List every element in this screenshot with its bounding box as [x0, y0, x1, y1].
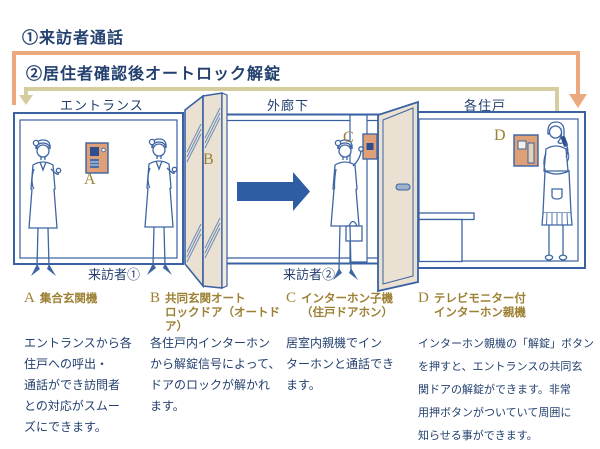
section-auto-lock-door: B 共同玄関オート ロックドア（オートドア） 各住戸内インターホン から解錠信号… — [150, 290, 290, 413]
device-letter-d: D — [494, 127, 506, 144]
visitor-call-arrow — [12, 51, 587, 108]
section-body: 居室内親機でイン ターホンと通話でき ます。 — [286, 336, 395, 392]
unlock-signal-arrow — [19, 87, 559, 111]
step1-label: ①来訪者通話 — [22, 30, 125, 47]
section-heading: B 共同玄関オート ロックドア（オートドア） — [150, 290, 290, 334]
visitor2-figure — [330, 139, 364, 280]
visitor-call-arrowhead-icon — [569, 94, 587, 108]
section-heading: C インターホン子機 （住戸ドアホン） — [286, 290, 410, 320]
section-entrance-station: A 集合玄関機 エントランスから各 住戸への呼出・ 通話ができ訪問者 との対応が… — [24, 290, 142, 434]
section-body: インターホン親機の「解錠」ボタン を押すと、エントランスの共同玄 関ドアの解錠が… — [418, 338, 594, 442]
section-letter: B — [150, 290, 161, 306]
monitor-intercom-icon — [513, 134, 539, 167]
direction-arrow-icon — [237, 172, 310, 211]
section-title: インターホン子機 （住戸ドアホン） — [301, 293, 394, 319]
device-letter-a: A — [84, 171, 96, 188]
device-letter-c: C — [343, 129, 354, 146]
area-label-corridor: 外廊下 — [267, 98, 310, 113]
area-label-entrance: エントランス — [60, 98, 144, 113]
section-letter: C — [286, 290, 297, 306]
section-heading: D テレビモニター付 インターホン親機 — [418, 290, 596, 320]
visitor1-label: 来訪者① — [88, 267, 141, 282]
section-title: 共同玄関オート ロックドア（オートドア） — [165, 293, 281, 333]
auto-lock-door — [184, 92, 228, 289]
section-body: エントランスから各 住戸への呼出・ 通話ができ訪問者 との対応がスムー ズにでき… — [24, 336, 132, 434]
section-heading: A 集合玄関機 — [24, 290, 142, 307]
device-letter-b: B — [203, 151, 214, 168]
entrance-station-icon — [85, 142, 109, 174]
section-title: テレビモニター付 インターホン親機 — [433, 293, 526, 319]
section-body: 各住戸内インターホン から解錠信号によって、 ドアのロックが解かれ ます。 — [150, 336, 281, 413]
section-letter: A — [24, 290, 35, 306]
unlock-signal-arrowhead-icon — [19, 95, 33, 105]
section-title: 集合玄関機 — [39, 293, 98, 305]
section-door-intercom: C インターホン子機 （住戸ドアホン） 居室内親機でイン ターホンと通話でき ま… — [286, 290, 410, 392]
residence-open-door — [377, 100, 419, 293]
section-letter: D — [418, 290, 429, 306]
section-monitor-intercom: D テレビモニター付 インターホン親機 インターホン親機の「解錠」ボタン を押す… — [418, 290, 596, 442]
counter — [418, 212, 475, 263]
visitor2-label: 来訪者② — [283, 267, 336, 282]
area-label-residence: 各住戸 — [464, 98, 507, 113]
door-intercom-icon — [362, 133, 378, 160]
door-glass-hatch — [186, 107, 221, 263]
door-handle-icon — [395, 183, 411, 191]
resident-figure — [541, 121, 573, 261]
step2-label: ②居住者確認後オートロック解錠 — [26, 66, 282, 83]
